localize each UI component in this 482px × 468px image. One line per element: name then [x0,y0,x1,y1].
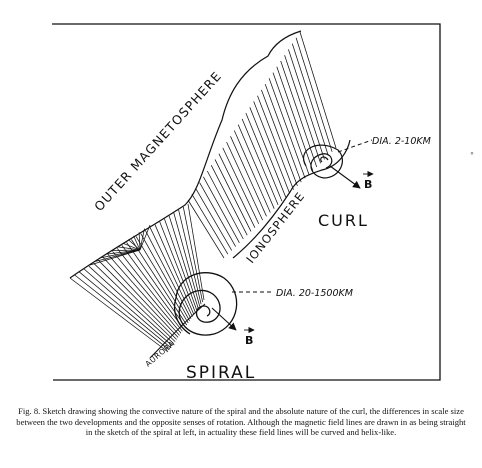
field-line [141,234,190,321]
svg-text:B: B [364,178,372,191]
field-line [127,243,186,328]
field-line [242,119,278,205]
svg-text:B: B [245,334,253,347]
field-line [258,96,294,190]
field-line [300,32,336,148]
field-line [103,257,178,337]
field-line [98,260,176,339]
curl-b-vector-arrow [330,166,360,188]
spiral-label: SPIRAL [186,363,256,383]
field-line [183,207,202,302]
field-line [139,232,140,250]
field-line [281,61,317,167]
field-line [265,84,301,182]
field-line [285,55,321,163]
curl-dimension-leader [338,140,372,152]
field-line [296,38,332,152]
spiral-vortex [175,273,237,335]
spiral-diameter-label: DIA. 20-1500KM [276,288,353,299]
field-line [246,113,282,201]
figure-caption: Fig. 8. Sketch drawing showing the conve… [14,406,468,438]
spiral-b-label: B [244,330,254,347]
aurora-label: AURORA [144,339,177,369]
field-line [70,278,168,352]
field-line [136,237,188,323]
field-line [288,49,324,159]
curl-b-label: B [363,174,373,191]
stray-mark: ° [470,151,474,160]
field-line [261,90,297,186]
field-line [94,263,176,341]
field-line [96,250,141,261]
field-line [112,250,140,251]
field-line [250,107,286,197]
field-line [277,67,313,171]
field-line [188,200,224,258]
field-line [192,194,228,254]
curl-label: CURL [318,211,369,230]
field-line [140,225,150,250]
field-line [269,78,305,178]
field-line [292,44,328,156]
ionosphere-label: IONOSPHERE [243,189,307,266]
magnetic-field-lines-upper [188,32,336,258]
curl-diameter-label: DIA. 2-10KM [372,136,431,147]
field-line [254,102,290,194]
field-line [188,204,204,300]
